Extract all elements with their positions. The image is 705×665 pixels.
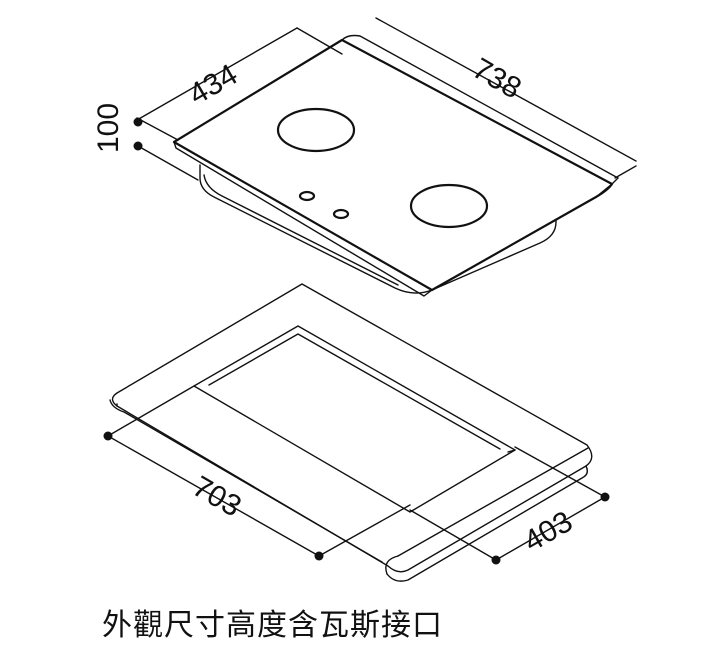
label-hob-width: 738 [467, 52, 527, 106]
hob-body [172, 34, 619, 297]
label-hob-depth: 434 [183, 58, 243, 112]
dimension-hob-depth: 434 [136, 27, 343, 141]
left-burner [276, 107, 356, 153]
label-cutout-depth: 403 [518, 505, 578, 559]
height-dot-top [133, 117, 143, 127]
right-burner [409, 183, 489, 229]
figure-caption: 外觀尺寸高度含瓦斯接口 [102, 608, 443, 643]
burner-rings [276, 107, 489, 229]
dimension-hob-height: 100 [92, 103, 199, 181]
knob-right [332, 208, 350, 220]
knob-left [298, 190, 316, 202]
label-hob-height: 100 [92, 103, 125, 153]
countertop-slab [109, 283, 593, 582]
